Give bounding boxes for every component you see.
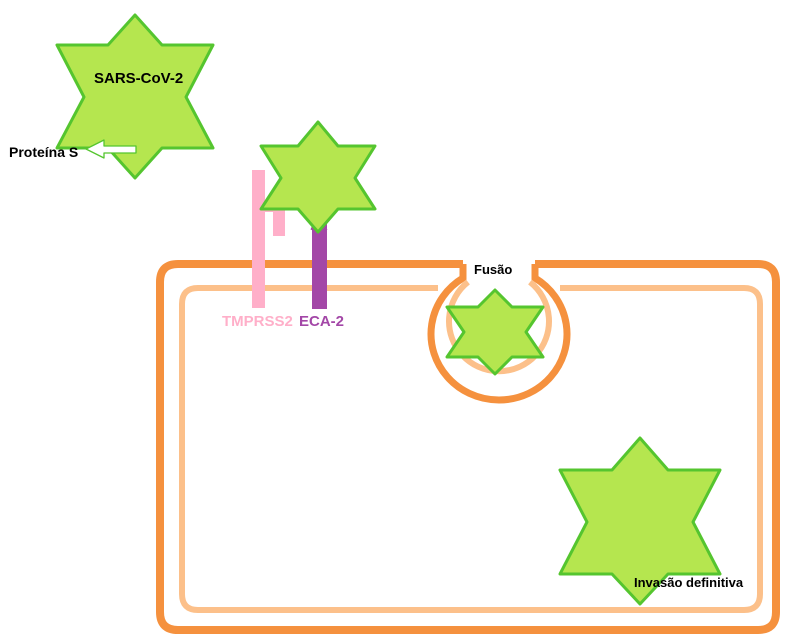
fusion-pocket-outer	[427, 264, 571, 404]
virus-star-binding	[259, 120, 377, 234]
virus-star-invaded	[558, 436, 722, 606]
spike-protein-label: Proteína S	[9, 144, 79, 160]
virus-star-sars-cov-2	[55, 13, 215, 180]
virus-label: SARS-CoV-2	[94, 70, 184, 87]
ace2-label: ECA-2	[299, 313, 345, 330]
virus-star-fusion	[445, 288, 545, 376]
fusion-label: Fusão	[474, 262, 513, 277]
cell-membrane-outer	[156, 260, 780, 634]
tmprss2-label: TMPRSS2	[222, 313, 293, 330]
invasion-label: Invasão definitiva	[634, 575, 744, 590]
spike-arrow	[85, 139, 137, 159]
cell-membrane-inner	[179, 285, 763, 613]
